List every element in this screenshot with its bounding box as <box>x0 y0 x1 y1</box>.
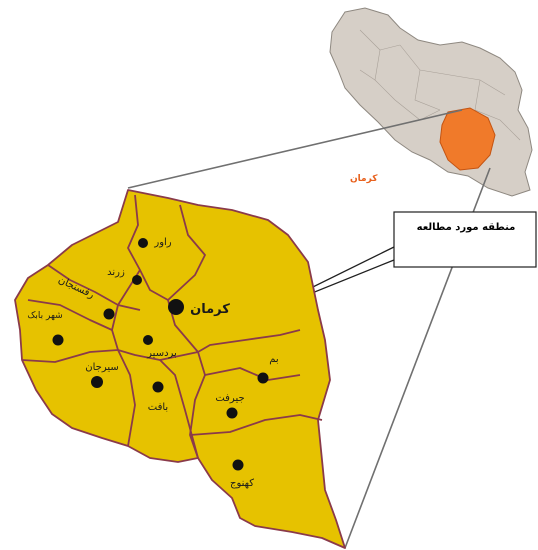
callout-box <box>393 211 537 268</box>
label-ravar: راور <box>153 237 171 248</box>
label-baft: بافت <box>148 402 168 413</box>
label-kahnuj: کهنوج <box>230 478 254 489</box>
iran-country-shape <box>329 7 533 197</box>
county-points <box>52 238 269 471</box>
county-borders <box>21 194 323 459</box>
point-bardsir <box>143 335 153 345</box>
point-sirjan <box>91 376 103 388</box>
label-shahrbabak: شهر بابک <box>27 311 62 321</box>
point-baft <box>152 381 164 393</box>
kerman-province-highlight <box>439 107 496 171</box>
kerman-province-map <box>14 189 346 549</box>
label-bardsir: بردسیر <box>146 348 177 359</box>
inset-province-label: کرمان <box>350 174 378 184</box>
label-bam: بم <box>269 354 278 365</box>
point-kahnuj <box>232 459 244 471</box>
point-bam <box>257 372 269 384</box>
point-kerman <box>168 299 184 315</box>
point-zarand <box>132 275 142 285</box>
label-zarand: زرند <box>107 267 125 278</box>
label-jiroft: جیرفت <box>215 393 244 404</box>
point-ravar <box>138 238 148 248</box>
point-jiroft <box>226 407 238 419</box>
label-kerman: کرمان <box>190 302 230 317</box>
province-outline <box>14 189 346 549</box>
iran-inset-map <box>329 7 533 197</box>
label-sirjan: سیرجان <box>85 362 119 373</box>
callout-label: منطقه مورد مطالعه <box>416 222 516 233</box>
point-shahrbabak <box>52 334 64 346</box>
point-rafsanjan <box>103 308 115 320</box>
